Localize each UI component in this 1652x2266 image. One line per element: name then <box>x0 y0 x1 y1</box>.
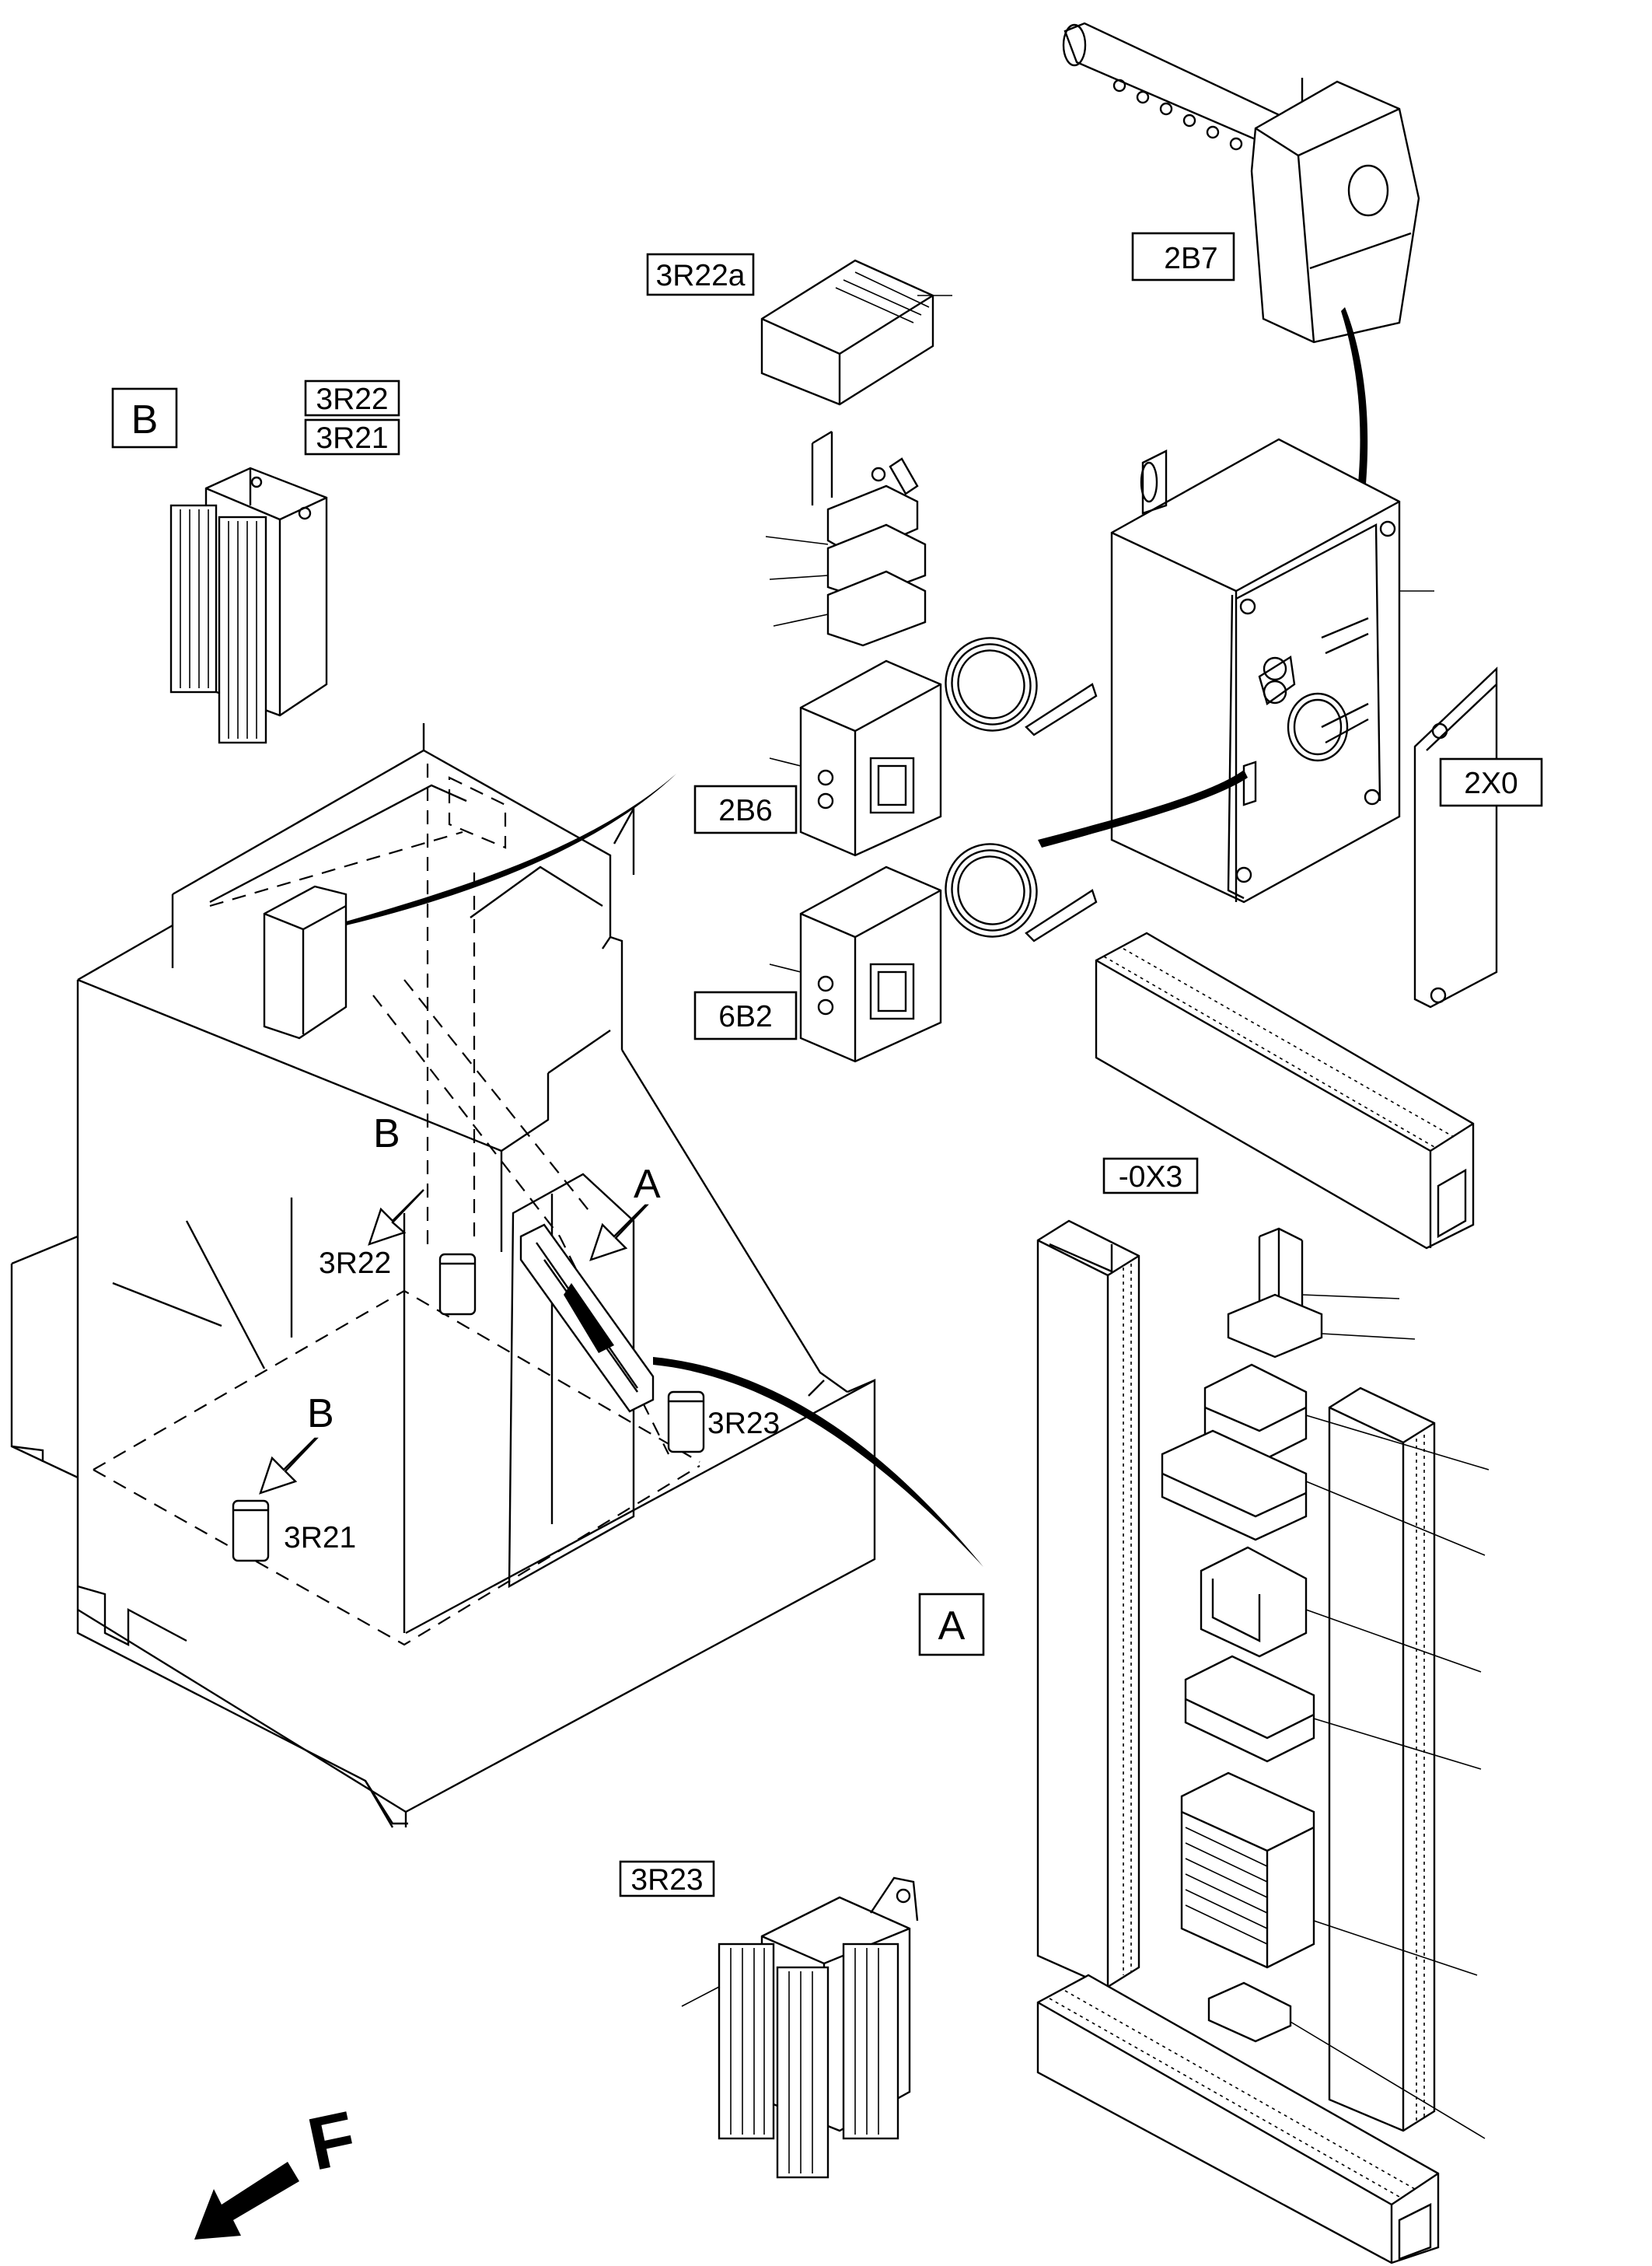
part-0x3-label: -0X3 <box>1119 1160 1182 1194</box>
part-2x0-label: 2X0 <box>1464 767 1518 800</box>
cover-plate-2x0-drawing <box>1413 666 1498 1009</box>
part-2b6-label: 2B6 <box>718 794 772 827</box>
front-marker-letter: F <box>301 2096 363 2187</box>
thermostat-2b6-drawing <box>769 637 1098 857</box>
view-b-label: B <box>131 397 159 442</box>
part-3r22a-label: 3R22a <box>656 259 746 292</box>
terminal-blocks-drawing <box>1161 1227 1490 2139</box>
duct-vertical-right-drawing <box>1328 1387 1436 2132</box>
front-arrow-icon <box>194 2162 299 2240</box>
part-6b2-label: 6B2 <box>718 1000 772 1033</box>
duct-horizontal-top-drawing <box>1095 932 1475 1250</box>
arrow-b-lower-letter: B <box>307 1391 334 1436</box>
callout-3r22: 3R22 <box>319 1247 391 1280</box>
module-3r22a-drawing <box>760 259 952 647</box>
duct-vertical-left-drawing <box>1036 1219 1140 1988</box>
part-3r22-label: 3R22 <box>316 383 388 416</box>
enclosure-drawing <box>1038 438 1434 904</box>
thermostat-6b2-drawing <box>769 843 1098 1063</box>
duct-horizontal-bottom-drawing <box>1036 1974 1440 2264</box>
arrow-b-lower-icon <box>259 1437 319 1495</box>
arrow-a-letter: A <box>634 1162 661 1207</box>
sensor-2b7-drawing <box>1062 22 1420 552</box>
arrow-b-upper-letter: B <box>373 1111 400 1156</box>
callout-3r23: 3R23 <box>707 1407 780 1440</box>
heater-3r22-3r21-drawing <box>169 467 328 744</box>
front-direction-arrow <box>194 2162 299 2240</box>
part-2b7-label: 2B7 <box>1164 242 1217 275</box>
part-3r23-label: 3R23 <box>630 1863 703 1897</box>
arrow-a-icon <box>589 1204 649 1261</box>
callout-3r21: 3R21 <box>284 1521 356 1554</box>
machine-body-drawing <box>10 723 983 1828</box>
arrow-b-upper-icon <box>368 1189 424 1246</box>
view-a-label: A <box>938 1603 966 1649</box>
heater-3r23-drawing <box>681 1876 919 2179</box>
part-3r21-label: 3R21 <box>316 421 388 455</box>
